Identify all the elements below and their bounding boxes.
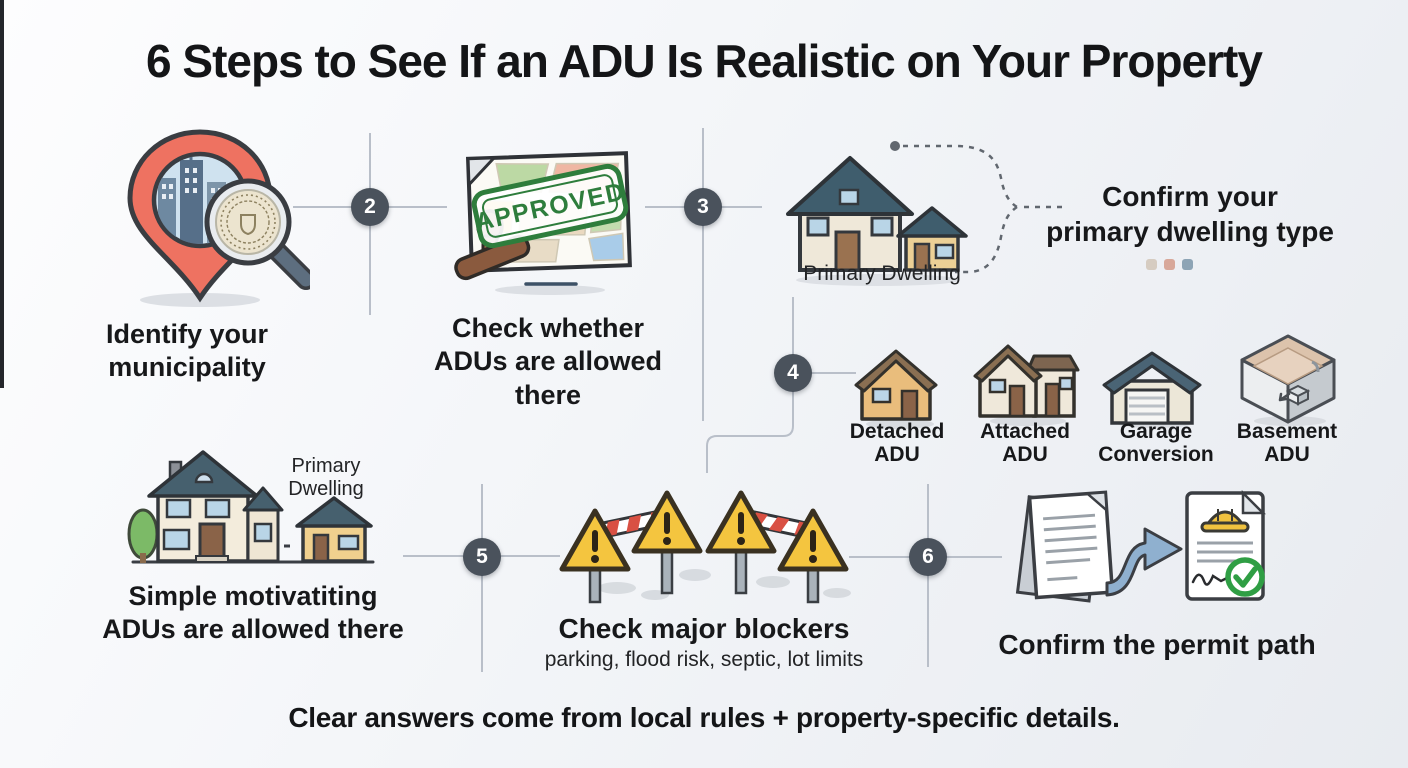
map-pin-city-magnifier-icon [127,129,310,307]
dot-beige [1146,259,1157,270]
dashed-brace [903,144,1062,274]
step5-badge: 5 [463,538,501,576]
dot-salmon [1164,259,1175,270]
footer-note: Clear answers come from local rules + pr… [288,702,1120,733]
step1-label: Identify your municipality [105,319,268,383]
step6-heading: Confirm the permit path [998,629,1316,660]
garage-conversion-icon [1102,351,1202,428]
brace-dot [890,141,900,151]
step4-badge: 4 [774,354,812,392]
house-with-adu-icon [127,450,375,564]
step2-badge: 2 [351,188,389,226]
basement-adu-icon [1240,334,1336,426]
step3-icon-caption: Primary Dwelling [803,262,961,285]
map-approved-stamp-icon: APPROVED [454,151,632,295]
page-title: 6 Steps to See If an ADU Is Realistic on… [146,35,1263,87]
detached-adu-icon [854,349,938,429]
step6-badge: 6 [909,538,947,576]
step5-heading: Check major blockers [558,613,850,644]
primary-dwelling-houses-icon [786,156,968,286]
bottom-left-icon-caption: Primary Dwelling [288,455,364,500]
step5-subheading: parking, flood risk, septic, lot limits [544,648,864,671]
step2-label: Check whether ADUs are allowed there [433,313,663,410]
warning-triangles-barrier-icon [559,490,851,604]
step3-badge: 3 [684,188,722,226]
left-edge-strip [0,0,4,388]
bottom-left-heading: Simple motivatiting ADUs are allowed the… [102,581,404,645]
dwelling-type-dots [1146,259,1193,270]
dot-slate [1182,259,1193,270]
documents-arrow-permit-icon [1015,489,1267,603]
step3-heading: Confirm your primary dwelling type [1046,181,1334,247]
attached-adu-icon [973,344,1080,426]
